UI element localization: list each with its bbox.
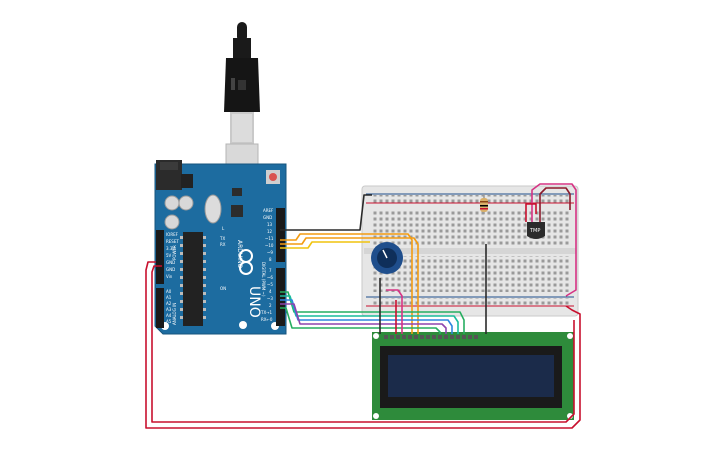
wires xyxy=(145,183,581,429)
wire-pink-pot xyxy=(386,289,403,334)
lcd-display[interactable] xyxy=(372,332,574,420)
label-pin5: ~5 xyxy=(267,282,273,287)
power-header xyxy=(156,230,164,284)
label-aref: AREF xyxy=(263,208,274,213)
arduino-uno-board[interactable]: AREF GND 13 12 ~11 ~10 ~9 8 7 ~6 ~5 4 ~3… xyxy=(154,160,287,335)
wire-teal xyxy=(280,295,459,334)
resistor[interactable] xyxy=(480,194,488,214)
label-a3: A3 xyxy=(166,307,172,312)
label-on: ON xyxy=(220,286,226,291)
wire-pink-sensor xyxy=(531,183,577,297)
label-5v: 5V xyxy=(166,253,172,258)
label-brand: ARDUINO xyxy=(236,240,243,269)
label-pin12: 12 xyxy=(267,229,273,234)
label-a1: A1 xyxy=(166,295,172,300)
label-tx: TX xyxy=(219,236,225,241)
label-ioref: IOREF xyxy=(166,232,179,237)
analog-header xyxy=(156,288,164,328)
label-pin9: ~9 xyxy=(267,250,273,255)
label-gnd-b: GND xyxy=(166,267,175,272)
wire-orange-a xyxy=(280,233,413,334)
label-a2: A2 xyxy=(166,301,172,306)
wire-darkred-sensor xyxy=(539,187,571,222)
wire-green-b xyxy=(280,307,441,334)
wire-red-sensor xyxy=(525,203,537,222)
label-a4: A4 xyxy=(166,313,172,318)
label-pin8: 8 xyxy=(269,257,272,262)
wire-blue xyxy=(280,299,453,334)
label-pin6: ~6 xyxy=(267,275,273,280)
label-a0: A0 xyxy=(166,289,172,294)
wire-purple xyxy=(280,303,447,334)
label-pin7: 7 xyxy=(269,268,272,273)
digital-header-top xyxy=(276,208,285,262)
label-vin: Vin xyxy=(166,274,173,279)
label-l: L xyxy=(222,226,225,231)
label-a5: A5 xyxy=(166,319,172,324)
label-rx: RX xyxy=(220,242,226,247)
label-pin4: 4 xyxy=(269,289,272,294)
label-digital: DIGITAL (PWM ~) xyxy=(261,262,266,297)
wire-orange-b xyxy=(280,237,419,334)
temperature-sensor[interactable]: TMP xyxy=(527,222,545,239)
label-gnd: GND xyxy=(263,215,272,220)
label-pin3: ~3 xyxy=(267,296,273,301)
label-power: POWER xyxy=(172,245,177,260)
wire-green-a xyxy=(280,291,465,334)
wire-red-5v-b xyxy=(151,265,575,423)
label-pin1: TX→1 xyxy=(260,310,273,315)
label-3v3: 3.3V xyxy=(166,246,175,251)
wire-red-5v xyxy=(145,261,581,429)
usb-cable xyxy=(224,22,260,189)
arduino-logo-icon xyxy=(239,249,253,275)
potentiometer[interactable] xyxy=(371,242,403,274)
sensor-label: TMP xyxy=(529,228,540,234)
digital-header-bottom xyxy=(276,268,285,326)
label-pin13: 13 xyxy=(267,222,273,227)
label-pin10: ~10 xyxy=(265,243,274,248)
label-analog: ANALOG IN xyxy=(172,303,177,325)
label-pin0: RX←0 xyxy=(261,317,273,322)
label-reset: RESET xyxy=(166,239,179,244)
wire-gnd-black xyxy=(280,194,372,231)
label-pin2: 2 xyxy=(269,303,272,308)
label-model: UNO xyxy=(246,286,262,318)
wire-yellow xyxy=(280,241,370,249)
label-pin11: ~11 xyxy=(265,236,274,241)
lcd-screen xyxy=(388,355,554,397)
label-gnd-a: GND xyxy=(166,260,175,265)
